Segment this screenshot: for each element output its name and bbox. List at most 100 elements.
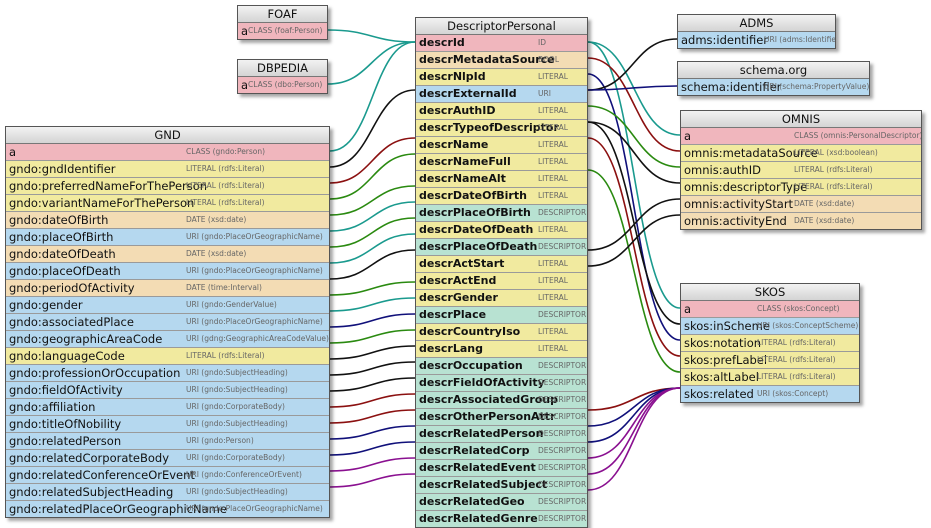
mapping-link (329, 281, 416, 296)
mapping-link (587, 214, 681, 267)
entity-title: schema.org (678, 62, 869, 79)
field-type: URI (schema:PropertyValue) (764, 82, 869, 91)
field-type: LITERAL (rdfs:Literal) (794, 165, 873, 174)
field-name: descrMetadataSource (419, 53, 555, 66)
field-type: LITERAL (538, 123, 568, 132)
mapping-link (587, 387, 681, 443)
field-type: LITERAL (rdfs:Literal) (186, 164, 265, 173)
field-name: gndo:relatedCorporateBody (9, 451, 169, 465)
field-row[interactable]: descrActEnd LITERAL (416, 273, 587, 290)
field-name: descrActEnd (419, 274, 497, 287)
field-type: LITERAL (rdfs:Literal) (186, 351, 265, 360)
mapping-link (587, 85, 678, 91)
field-type: LITERAL (538, 276, 568, 285)
field-type: BOOL (538, 55, 559, 64)
field-type: URI (gdng:GeographicAreaCodeValue) (186, 334, 329, 343)
field-type: DESCRIPTOR (538, 446, 587, 455)
field-name: descrRelatedEvent (419, 461, 536, 474)
field-name: descrAssociatedGroup (419, 393, 559, 406)
field-name: descrDateOfDeath (419, 223, 534, 236)
field-name: skos:related (684, 387, 754, 401)
field-type: LITERAL (rdfs:Literal) (757, 355, 836, 364)
entity-title: DescriptorPersonal (416, 18, 587, 35)
field-name: gndo:placeOfDeath (9, 264, 121, 278)
field-type: DESCRIPTOR (538, 463, 587, 472)
